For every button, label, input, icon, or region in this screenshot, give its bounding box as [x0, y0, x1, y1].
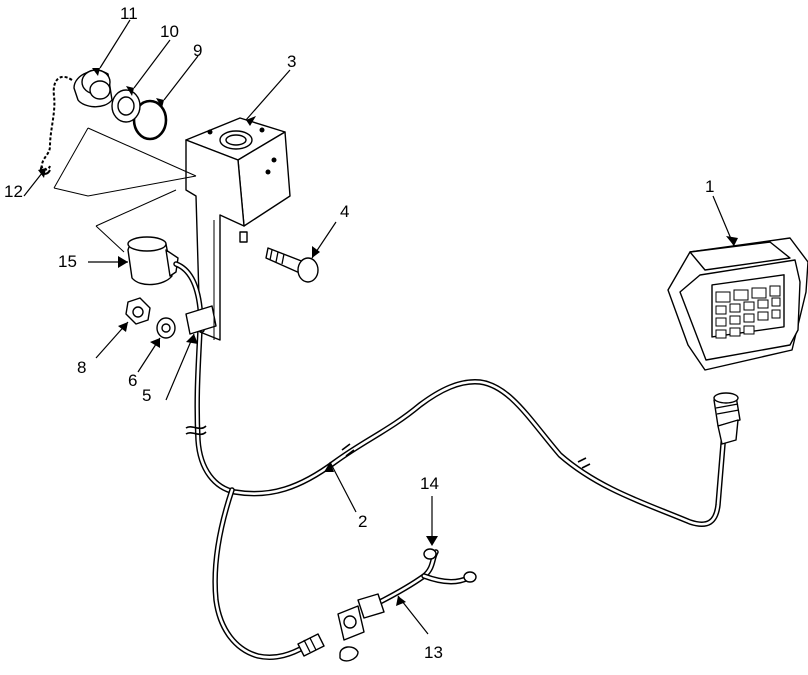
callout-6: 6 — [128, 371, 137, 390]
callout-12: 12 — [4, 182, 23, 201]
callout-3: 3 — [287, 52, 296, 71]
bolt — [265, 247, 319, 283]
mounting-bracket — [185, 117, 291, 341]
callout-9: 9 — [193, 41, 202, 60]
monitor-unit — [667, 237, 808, 445]
sub-harness — [297, 548, 477, 662]
callout-8: 8 — [77, 358, 86, 377]
callout-5: 5 — [142, 386, 151, 405]
arrowheads — [38, 68, 738, 606]
callout-15: 15 — [58, 252, 77, 271]
nut-and-washer — [125, 297, 176, 339]
callout-1: 1 — [705, 177, 714, 196]
main-harness-cable — [185, 327, 727, 660]
sensor-sender — [127, 236, 217, 335]
callout-13: 13 — [424, 643, 443, 662]
socket-nut-washer-group — [40, 69, 168, 175]
callout-2: 2 — [358, 512, 367, 531]
callout-10: 10 — [160, 22, 179, 41]
callout-4: 4 — [340, 202, 349, 221]
callout-11: 11 — [120, 4, 138, 23]
callout-14: 14 — [420, 474, 439, 493]
